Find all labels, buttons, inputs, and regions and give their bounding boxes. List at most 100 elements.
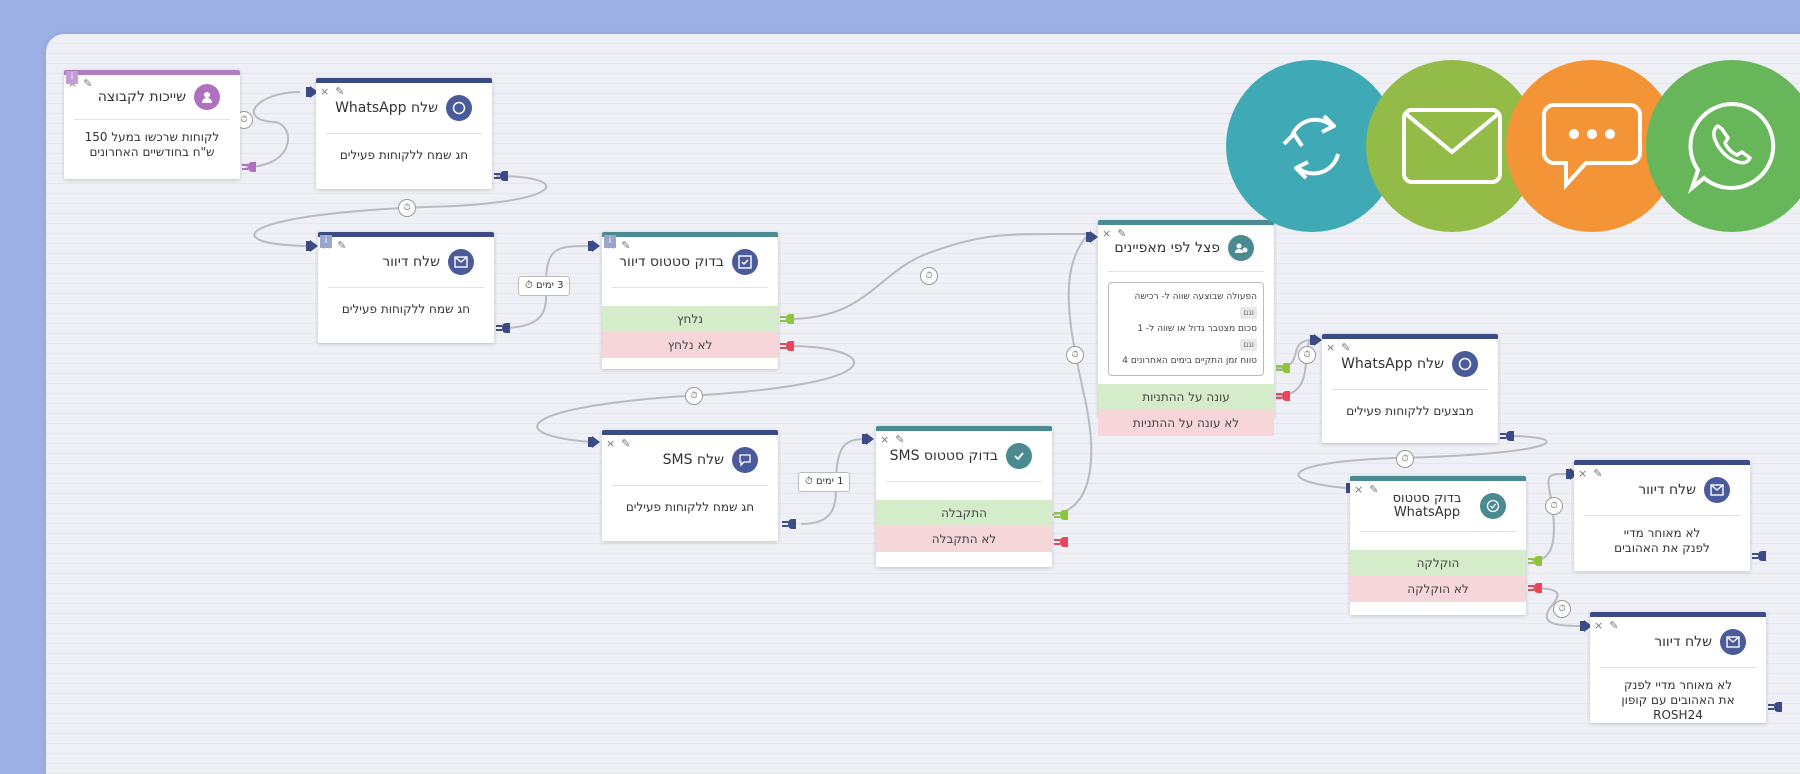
timer-icon[interactable]: ⏱ (685, 387, 703, 405)
check-icon (1480, 493, 1506, 519)
chat-icon (1542, 103, 1642, 191)
timer-icon[interactable]: ⏱ (920, 267, 938, 285)
output-plug[interactable] (496, 323, 510, 333)
outcome-yes[interactable]: נלחץ (602, 306, 778, 332)
node-description: לא מאוחר מדיי לפנק את האהובים (1614, 526, 1710, 555)
node-send-whatsapp[interactable]: שלח WhatsApp ×✎ חג שמח ללקוחות פעילים (316, 78, 492, 189)
edit-icon[interactable]: ✎ (1117, 227, 1127, 240)
output-plug-no[interactable] (780, 341, 794, 351)
edit-icon[interactable]: ✎ (1609, 619, 1619, 632)
condition-row: הפעולה שבוצעה שווה ל- רכישה וגם (1134, 292, 1257, 319)
output-plug[interactable] (1752, 551, 1766, 561)
edit-icon[interactable]: ✎ (621, 437, 631, 450)
entry-port[interactable] (588, 436, 600, 448)
node-title: שלח דיוור (382, 254, 440, 270)
outcome-no[interactable]: לא נלחץ (602, 332, 778, 358)
conditions-box[interactable]: הפעולה שבוצעה שווה ל- רכישה וגם סכום מצט… (1108, 282, 1264, 376)
condition-row: סכום מצטבר גדול או שווה ל- 1 וגם (1137, 324, 1257, 351)
node-check-sms-status[interactable]: בדוק סטטוס SMS ×✎ התקבלה לא התקבלה (876, 426, 1052, 567)
edit-icon[interactable]: ✎ (1369, 483, 1379, 496)
output-plug[interactable] (1500, 431, 1514, 441)
entry-port[interactable] (862, 433, 874, 445)
node-send-mail[interactable]: שלח דיוור ×✎ i חג שמח ללקוחות פעילים (318, 232, 494, 343)
output-plug-yes[interactable] (1054, 510, 1068, 520)
wire-smsstatus-split (1045, 236, 1093, 516)
outcome-yes[interactable]: הוקלקה (1350, 550, 1526, 576)
close-icon[interactable]: × (1102, 227, 1112, 240)
outcome-no[interactable]: לא עונה על ההתניות (1098, 410, 1274, 436)
edit-icon[interactable]: ✎ (895, 433, 905, 446)
condition-row: טווח זמן התקיים בימים האחרונים 4 (1122, 356, 1257, 366)
output-plug[interactable] (494, 171, 508, 181)
edit-icon[interactable]: ✎ (1593, 467, 1603, 480)
delay-days: 3 (557, 280, 564, 291)
wire-wastatus-mail2 (1531, 473, 1567, 562)
node-send-mail[interactable]: שלח דיוור ×✎ לא מאוחר מדיי לפנק את האהוב… (1590, 612, 1766, 723)
timer-icon[interactable]: ⏱ (1545, 497, 1563, 515)
sms-icon (732, 447, 758, 473)
whatsapp-icon (446, 95, 472, 121)
output-plug[interactable] (1768, 702, 1782, 712)
entry-port[interactable] (1086, 231, 1098, 243)
close-icon[interactable]: × (606, 437, 616, 450)
edit-icon[interactable]: ✎ (1341, 341, 1351, 354)
node-title: שלח SMS (662, 452, 724, 468)
output-plug-yes[interactable] (1528, 556, 1542, 566)
outcome-no[interactable]: לא התקבלה (876, 526, 1052, 552)
output-plug-no[interactable] (1276, 391, 1290, 401)
close-icon[interactable]: × (320, 85, 330, 98)
info-icon[interactable]: i (604, 235, 616, 248)
edit-icon[interactable]: ✎ (335, 85, 345, 98)
clock-icon: ⏱ (525, 280, 533, 291)
close-icon[interactable]: × (1326, 341, 1336, 354)
entry-port[interactable] (1580, 620, 1592, 632)
info-icon[interactable]: i (66, 71, 78, 84)
delay-label[interactable]: 1 ימים ⏱ (798, 472, 851, 492)
edit-icon[interactable]: ✎ (83, 77, 93, 90)
close-icon[interactable]: × (880, 433, 890, 446)
whatsapp-icon (1452, 351, 1478, 377)
timer-icon[interactable]: ⏱ (1553, 600, 1571, 618)
node-split-by-attributes[interactable]: פצל לפי מאפיינים ×✎ הפעולה שבוצעה שווה ל… (1098, 220, 1274, 436)
close-icon[interactable]: × (1594, 619, 1604, 632)
node-check-whatsapp-status[interactable]: בדוק סטטוס WhatsApp ×✎ הוקלקה לא הוקלקה (1350, 476, 1526, 615)
node-description: חג שמח ללקוחות פעילים (339, 148, 469, 162)
node-group-membership[interactable]: שייכות לקבוצה ×✎ i לקוחות שרכשו במעל 150… (64, 70, 240, 179)
node-send-whatsapp[interactable]: שלח WhatsApp ×✎ מבצעים ללקוחות פעילים (1322, 334, 1498, 443)
close-icon[interactable]: × (1354, 483, 1364, 496)
edit-icon[interactable]: ✎ (621, 239, 631, 252)
outcome-yes[interactable]: עונה על ההתניות (1098, 384, 1274, 410)
mail-icon (1720, 629, 1746, 655)
outcome-yes[interactable]: התקבלה (876, 500, 1052, 526)
output-plug-no[interactable] (1528, 583, 1542, 593)
output-plug[interactable] (242, 162, 256, 172)
entry-port[interactable] (1310, 334, 1322, 346)
node-title: שייכות לקבוצה (97, 89, 186, 105)
timer-icon[interactable]: ⏱ (398, 199, 416, 217)
wire-group-wa1 (245, 91, 301, 168)
node-check-mail-status[interactable]: בדוק סטטוס דיוור ×✎ i נלחץ לא נלחץ (602, 232, 778, 369)
edit-icon[interactable]: ✎ (337, 239, 347, 252)
wire-mailstatus-split (787, 232, 1087, 320)
node-send-sms[interactable]: שלח SMS ×✎ חג שמח ללקוחות פעילים (602, 430, 778, 541)
delay-label[interactable]: 3 ימים ⏱ (518, 276, 571, 296)
output-plug-yes[interactable] (1276, 363, 1290, 373)
node-title: שלח דיוור (1654, 634, 1712, 650)
check-icon (1006, 443, 1032, 469)
group-icon (194, 84, 220, 110)
entry-port[interactable] (588, 240, 600, 252)
timer-icon[interactable]: ⏱ (1066, 346, 1084, 364)
output-plug-no[interactable] (1054, 537, 1068, 547)
timer-icon[interactable]: ⏱ (1396, 450, 1414, 468)
entry-port[interactable] (306, 240, 318, 252)
delay-days: 1 (837, 476, 844, 487)
clock-icon: ⏱ (805, 476, 813, 487)
outcome-no[interactable]: לא הוקלקה (1350, 576, 1526, 602)
close-icon[interactable]: × (1578, 467, 1588, 480)
output-plug[interactable] (782, 519, 796, 529)
timer-icon[interactable]: ⏱ (1298, 346, 1316, 364)
entry-port[interactable] (306, 86, 318, 98)
node-send-mail[interactable]: שלח דיוור ×✎ לא מאוחר מדיי לפנק את האהוב… (1574, 460, 1750, 571)
output-plug-yes[interactable] (780, 314, 794, 324)
info-icon[interactable]: i (320, 235, 332, 248)
